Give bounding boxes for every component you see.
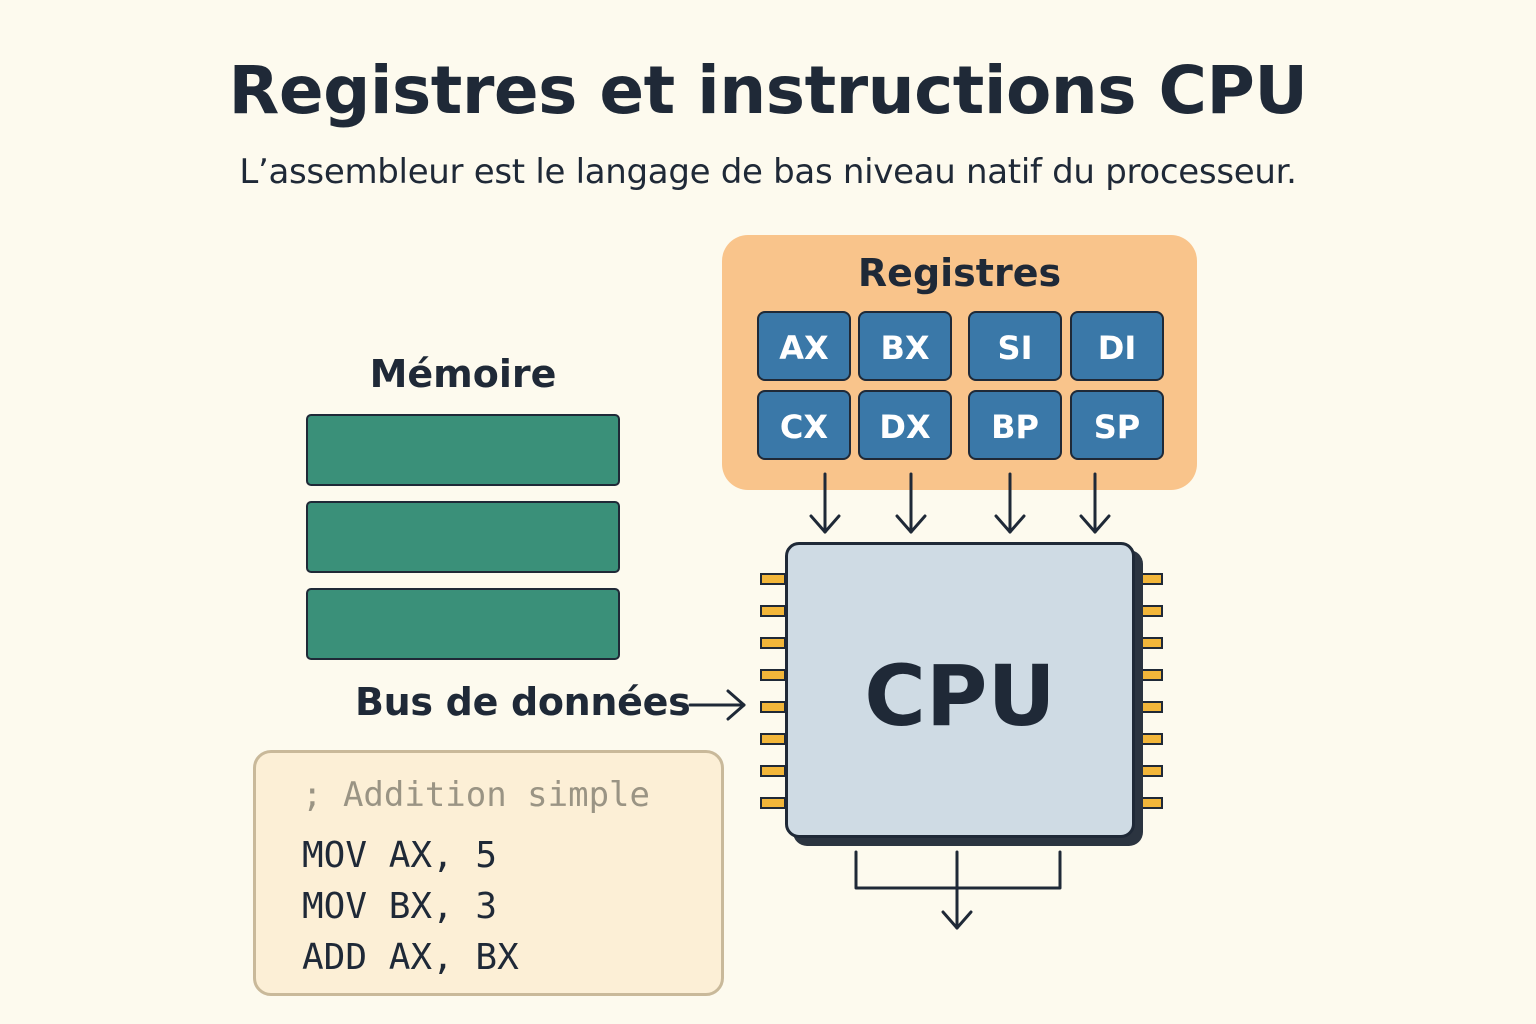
- cpu-pin: [760, 797, 786, 809]
- register-si: SI: [968, 311, 1062, 381]
- cpu-pin: [760, 573, 786, 585]
- memory-slot: [306, 501, 620, 573]
- register-di: DI: [1070, 311, 1164, 381]
- page-subtitle: L’assembleur est le langage de bas nivea…: [239, 152, 1297, 192]
- register-ax: AX: [757, 311, 851, 381]
- cpu-pin: [760, 605, 786, 617]
- code-block: ; Addition simple MOV AX, 5 MOV BX, 3 AD…: [253, 750, 724, 996]
- code-line: ADD AX, BX: [302, 937, 519, 978]
- register-bx: BX: [858, 311, 952, 381]
- page-title: Registres et instructions CPU: [228, 52, 1308, 129]
- registers-title: Registres: [857, 251, 1062, 295]
- output-arrow-icon: [854, 850, 1062, 930]
- register-sp: SP: [1070, 390, 1164, 460]
- register-dx: DX: [858, 390, 952, 460]
- cpu-pin: [760, 701, 786, 713]
- cpu-pin: [760, 669, 786, 681]
- cpu-pin: [760, 637, 786, 649]
- code-line: MOV AX, 5: [302, 835, 498, 876]
- register-cx: CX: [757, 390, 851, 460]
- register-bp: BP: [968, 390, 1062, 460]
- memory-slot: [306, 414, 620, 486]
- data-bus-label: Bus de données: [355, 680, 691, 724]
- code-comment: ; Addition simple: [302, 775, 650, 815]
- cpu-label: CPU: [864, 647, 1056, 745]
- memory-slot: [306, 588, 620, 660]
- memory-label: Mémoire: [369, 352, 557, 396]
- cpu-pin: [760, 733, 786, 745]
- code-line: MOV BX, 3: [302, 886, 498, 927]
- cpu-chip: CPU: [785, 542, 1135, 838]
- registers-panel: Registres AX BX SI DI CX DX BP SP: [722, 235, 1197, 490]
- arrow-right-icon: [688, 689, 746, 721]
- cpu-pin: [760, 765, 786, 777]
